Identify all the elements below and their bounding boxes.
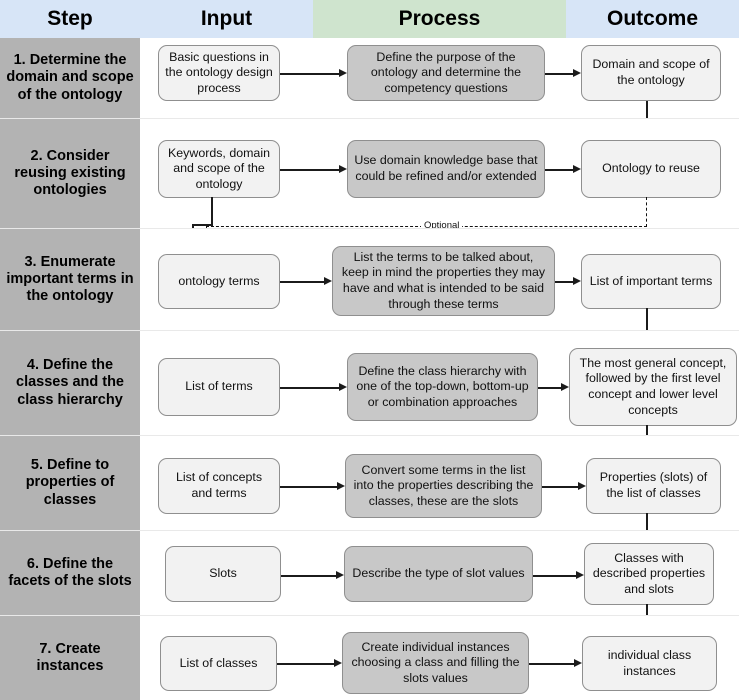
column-header-step: Step	[0, 0, 140, 38]
row-step-6: 6. Define the facets of the slots Slots …	[0, 530, 739, 615]
outcome-box-2[interactable]: Ontology to reuse	[581, 140, 721, 198]
arrowhead-outcome-1	[573, 68, 581, 77]
row-4-body: List of terms Define the class hierarchy…	[140, 331, 739, 435]
input-box-3[interactable]: ontology terms	[158, 254, 280, 309]
row-5-body: List of concepts and terms Convert some …	[140, 436, 739, 530]
input-box-1[interactable]: Basic questions in the ontology design p…	[158, 45, 280, 101]
process-box-1[interactable]: Define the purpose of the ontology and d…	[347, 45, 545, 101]
process-box-6[interactable]: Describe the type of slot values	[344, 546, 533, 602]
arrowhead-outcome-3	[573, 276, 581, 285]
connector-process-to-outcome-3	[555, 281, 573, 283]
step-label-5: 5. Define to properties of classes	[0, 436, 140, 530]
row-2-body: Keywords, domain and scope of the ontolo…	[140, 119, 739, 228]
arrowhead-process-1	[339, 68, 347, 77]
step-label-7: 7. Create instances	[0, 616, 140, 700]
outcome-box-4[interactable]: The most general concept, followed by th…	[569, 348, 737, 426]
connector-process-to-outcome-1	[545, 73, 573, 75]
outcome-box-7[interactable]: individual class instances	[582, 636, 717, 691]
connector-input-to-process-3	[280, 281, 324, 283]
outcome-box-3[interactable]: List of important terms	[581, 254, 721, 309]
row-1-body: Basic questions in the ontology design p…	[140, 38, 739, 118]
column-header-process-label: Process	[398, 7, 481, 30]
input-box-5[interactable]: List of concepts and terms	[158, 458, 280, 514]
connector-process-to-outcome-7	[529, 663, 574, 665]
column-header-step-label: Step	[47, 7, 93, 30]
step-label-1: 1. Determine the domain and scope of the…	[0, 38, 140, 118]
row-step-1: 1. Determine the domain and scope of the…	[0, 38, 739, 118]
routing-5-to-6-vertical-down	[646, 513, 648, 531]
row-6-body: Slots Describe the type of slot values C…	[140, 531, 739, 615]
input-box-7[interactable]: List of classes	[160, 636, 277, 691]
connector-input-to-process-4	[280, 387, 339, 389]
process-box-4[interactable]: Define the class hierarchy with one of t…	[347, 353, 538, 421]
arrowhead-process-4	[339, 382, 347, 391]
row-step-3: 3. Enumerate important terms in the onto…	[0, 228, 739, 330]
column-header-outcome: Outcome	[566, 0, 739, 38]
arrowhead-process-6	[336, 570, 344, 579]
routing-2-input-down	[211, 197, 213, 225]
row-step-2: 2. Consider reusing existing ontologies …	[0, 118, 739, 228]
connector-input-to-process-6	[281, 575, 336, 577]
routing-3-outcome-down	[646, 308, 648, 340]
outcome-box-6[interactable]: Classes with described properties and sl…	[584, 543, 714, 605]
step-label-4: 4. Define the classes and the class hier…	[0, 331, 140, 435]
connector-input-to-process-5	[280, 486, 337, 488]
process-box-3[interactable]: List the terms to be talked about, keep …	[332, 246, 555, 316]
input-box-6[interactable]: Slots	[165, 546, 281, 602]
arrowhead-outcome-5	[578, 481, 586, 490]
outcome-box-1[interactable]: Domain and scope of the ontology	[581, 45, 721, 101]
connector-process-to-outcome-4	[538, 387, 561, 389]
column-header-input-label: Input	[200, 7, 253, 30]
arrowhead-process-7	[334, 658, 342, 667]
connector-input-to-process-2	[280, 169, 339, 171]
connector-input-to-process-1	[280, 73, 339, 75]
process-box-2[interactable]: Use domain knowledge base that could be …	[347, 140, 545, 198]
connector-process-to-outcome-6	[533, 575, 576, 577]
arrowhead-outcome-2	[573, 164, 581, 173]
column-header-input: Input	[140, 0, 313, 38]
outcome-box-5[interactable]: Properties (slots) of the list of classe…	[586, 458, 721, 514]
routing-1-to-2-vertical-down	[646, 101, 648, 127]
connector-process-to-outcome-2	[545, 169, 573, 171]
routing-optional-vertical-from-outcome-2	[646, 197, 647, 227]
row-step-7: 7. Create instances List of classes Crea…	[0, 615, 739, 700]
arrowhead-outcome-4	[561, 382, 569, 391]
input-box-2[interactable]: Keywords, domain and scope of the ontolo…	[158, 140, 280, 198]
input-box-4[interactable]: List of terms	[158, 358, 280, 416]
arrowhead-process-3	[324, 276, 332, 285]
process-box-7[interactable]: Create individual instances choosing a c…	[342, 632, 529, 694]
arrowhead-process-2	[339, 164, 347, 173]
routing-2-input-left	[192, 224, 213, 226]
routing-6-to-7-vertical-down	[646, 604, 648, 617]
row-3-body: ontology terms List the terms to be talk…	[140, 229, 739, 330]
step-label-2: 2. Consider reusing existing ontologies	[0, 119, 140, 228]
row-step-5: 5. Define to properties of classes List …	[0, 435, 739, 530]
column-header-process: Process	[313, 0, 566, 38]
arrowhead-outcome-6	[576, 570, 584, 579]
step-label-3: 3. Enumerate important terms in the onto…	[0, 229, 140, 330]
process-box-5[interactable]: Convert some terms in the list into the …	[345, 454, 542, 518]
arrowhead-process-5	[337, 481, 345, 490]
step-label-6: 6. Define the facets of the slots	[0, 531, 140, 615]
arrowhead-outcome-7	[574, 658, 582, 667]
column-header-outcome-label: Outcome	[606, 7, 698, 30]
row-7-body: List of classes Create individual instan…	[140, 616, 739, 700]
optional-label: Optional	[421, 220, 463, 231]
row-step-4: 4. Define the classes and the class hier…	[0, 330, 739, 435]
connector-input-to-process-7	[277, 663, 334, 665]
connector-process-to-outcome-5	[542, 486, 578, 488]
